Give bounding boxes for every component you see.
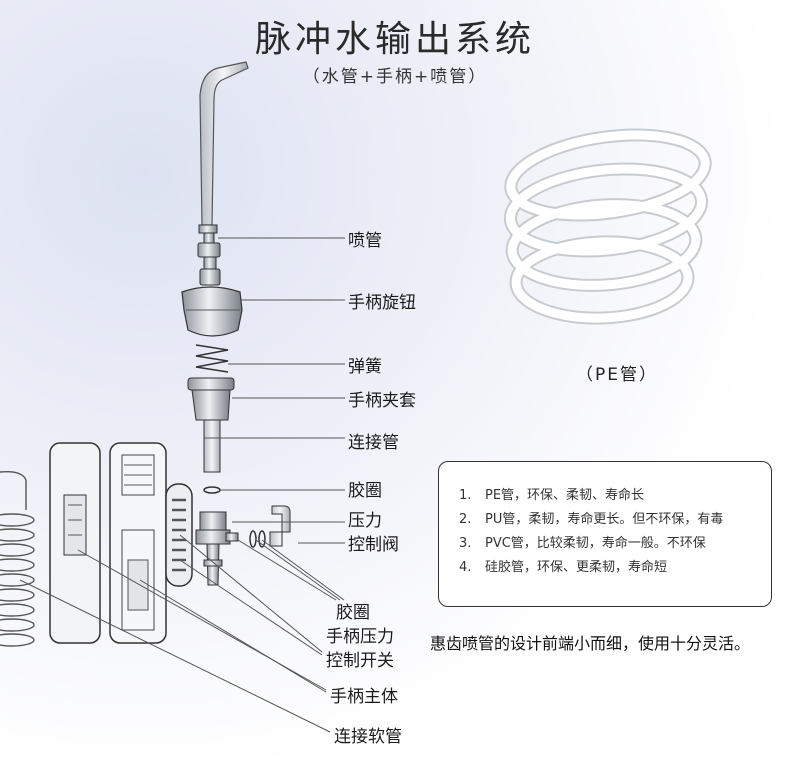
label-o-ring-top: 胶圈 bbox=[348, 476, 382, 501]
label-o-ring-bottom: 胶圈 bbox=[336, 598, 370, 623]
list-item-text: 硅胶管，环保、更柔韧，寿命短 bbox=[485, 560, 667, 575]
connector-tube-part bbox=[204, 420, 220, 472]
handle-body-inner bbox=[110, 443, 166, 643]
list-item: 3.PVC管，比较柔韧，寿命一般。不环保 bbox=[459, 532, 771, 556]
elbow-connector-part bbox=[250, 506, 290, 547]
list-item-number: 1. bbox=[459, 484, 485, 508]
label-pressure-switch-2: 控制开关 bbox=[326, 646, 394, 671]
design-note: 惠齿喷管的设计前端小而细，使用十分灵活。 bbox=[430, 630, 750, 654]
list-item-number: 3. bbox=[459, 532, 485, 556]
pressure-valve-part bbox=[196, 512, 238, 585]
handle-knob-part bbox=[182, 287, 242, 336]
tube-comparison-box: 1.PE管，环保、柔韧、寿命长 2.PU管，柔韧，寿命更长。但不环保，有毒 3.… bbox=[438, 461, 772, 607]
label-pressure-valve-1: 压力 bbox=[348, 506, 382, 531]
handle-body-front bbox=[50, 443, 100, 643]
list-item: 4.硅胶管，环保、更柔韧，寿命短 bbox=[459, 556, 771, 580]
pressure-switch-part bbox=[166, 484, 192, 586]
list-item-number: 4. bbox=[459, 556, 485, 580]
page-subtitle: （水管+手柄+喷管） bbox=[0, 62, 790, 87]
list-item-text: PU管，柔韧，寿命更长。但不环保，有毒 bbox=[485, 512, 723, 527]
list-item: 2.PU管，柔韧，寿命更长。但不环保，有毒 bbox=[459, 508, 771, 532]
list-item-text: PE管，环保、柔韧、寿命长 bbox=[485, 488, 644, 503]
label-pressure-valve-2: 控制阀 bbox=[348, 530, 399, 555]
list-item-number: 2. bbox=[459, 508, 485, 532]
handle-clamp-part bbox=[188, 378, 234, 420]
pe-tube-coil bbox=[506, 124, 711, 321]
nozzle-part bbox=[198, 62, 248, 285]
label-handle-body: 手柄主体 bbox=[330, 682, 398, 707]
tube-comparison-list: 1.PE管，环保、柔韧、寿命长 2.PU管，柔韧，寿命更长。但不环保，有毒 3.… bbox=[459, 484, 771, 580]
page-title: 脉冲水输出系统 bbox=[0, 10, 790, 62]
label-handle-knob: 手柄旋钮 bbox=[348, 288, 416, 313]
label-spring: 弹簧 bbox=[348, 352, 382, 377]
label-pressure-switch-1: 手柄压力 bbox=[326, 622, 394, 647]
o-ring-part bbox=[204, 487, 220, 493]
label-handle-clamp: 手柄夹套 bbox=[348, 386, 416, 411]
pe-tube-caption: （PE管） bbox=[576, 360, 658, 385]
spring-part bbox=[196, 345, 228, 372]
connect-hose-part bbox=[0, 472, 34, 646]
label-nozzle: 喷管 bbox=[348, 226, 382, 251]
label-connector-tube: 连接管 bbox=[348, 428, 399, 453]
label-connect-hose: 连接软管 bbox=[334, 722, 402, 747]
list-item: 1.PE管，环保、柔韧、寿命长 bbox=[459, 484, 771, 508]
list-item-text: PVC管，比较柔韧，寿命一般。不环保 bbox=[485, 536, 706, 551]
